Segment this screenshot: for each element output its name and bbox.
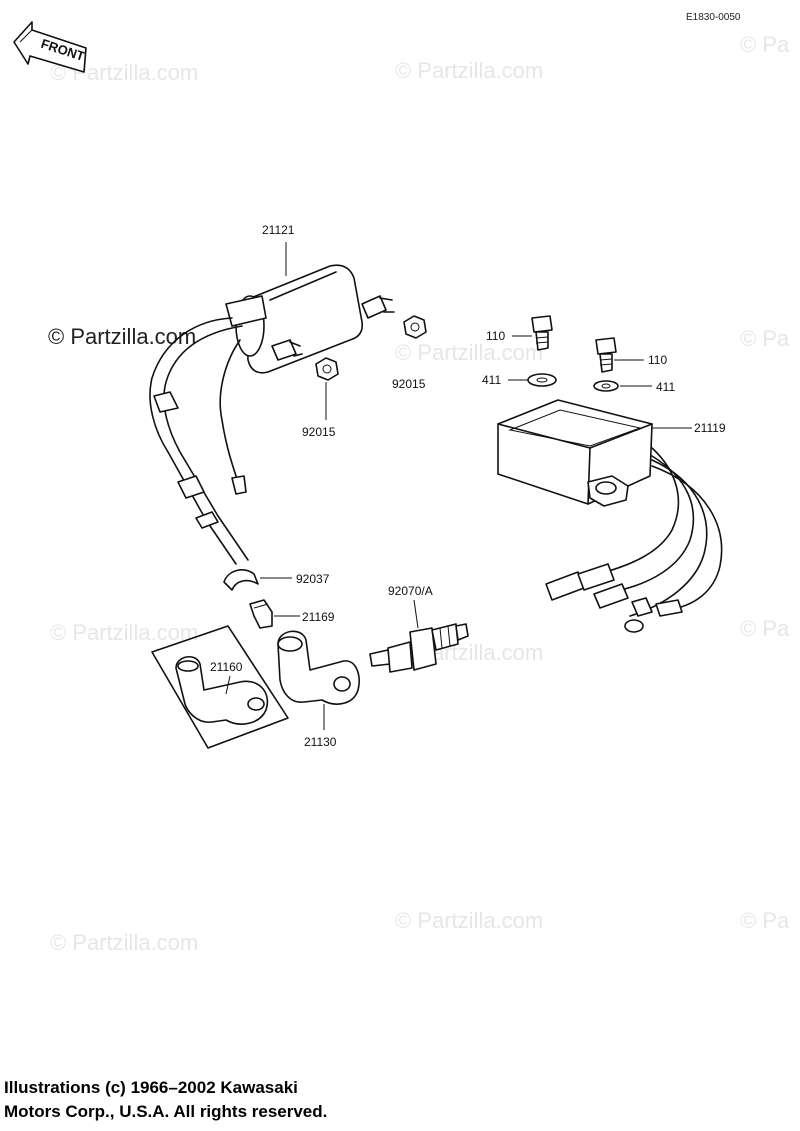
washer-left bbox=[527, 373, 557, 387]
igniter-wiring bbox=[545, 447, 723, 633]
label-21119: 21119 bbox=[694, 421, 726, 435]
label-21130: 21130 bbox=[304, 735, 337, 749]
label-21169: 21169 bbox=[302, 610, 335, 624]
nut-right bbox=[403, 315, 427, 339]
washer-right bbox=[593, 380, 619, 392]
plug-cap-small bbox=[249, 599, 273, 629]
watermark: © Pa bbox=[740, 908, 790, 933]
watermark: © Pa bbox=[740, 326, 790, 351]
leader-line bbox=[225, 675, 231, 695]
bolt-right bbox=[595, 337, 617, 373]
label-411-left: 411 bbox=[482, 373, 501, 387]
clamp bbox=[223, 569, 259, 591]
igniter-unit bbox=[497, 399, 653, 507]
label-92015-left: 92015 bbox=[302, 425, 336, 439]
label-110-right: 110 bbox=[648, 353, 667, 367]
leader-line bbox=[413, 599, 419, 629]
watermark-layer: © Partzilla.com © Partzilla.com © Pa © P… bbox=[50, 32, 790, 955]
watermark: © Partzilla.com bbox=[50, 930, 198, 955]
watermark: © Pa bbox=[740, 616, 790, 641]
copyright-notice: Illustrations (c) 1966–2002 Kawasaki Mot… bbox=[4, 1076, 327, 1124]
label-411-right: 411 bbox=[656, 380, 675, 394]
label-92037: 92037 bbox=[296, 572, 330, 586]
watermark: © Partzilla.com bbox=[395, 58, 543, 83]
copyright-line-1: Illustrations (c) 1966–2002 Kawasaki bbox=[4, 1078, 298, 1097]
label-21121: 21121 bbox=[262, 223, 295, 237]
label-92070a: 92070/A bbox=[388, 584, 433, 598]
bolt-left bbox=[531, 315, 553, 351]
spark-plug bbox=[369, 623, 469, 673]
watermark: © Partzilla.com bbox=[395, 908, 543, 933]
diagram-code: E1830-0050 bbox=[686, 12, 741, 23]
high-tension-lead bbox=[149, 317, 249, 565]
label-21160: 21160 bbox=[210, 660, 243, 674]
watermark: © Pa bbox=[740, 32, 790, 57]
plug-cap bbox=[277, 630, 360, 705]
watermark-dark: © Partzilla.com bbox=[48, 324, 196, 349]
watermark: © Partzilla.com bbox=[395, 340, 543, 365]
ignition-coil bbox=[225, 264, 395, 374]
nut-left bbox=[315, 357, 339, 381]
label-92015-right: 92015 bbox=[392, 377, 426, 391]
watermark: © Partzilla.com bbox=[50, 620, 198, 645]
label-110-left: 110 bbox=[486, 329, 505, 343]
plug-cap-alt-group bbox=[151, 625, 289, 749]
copyright-line-2: Motors Corp., U.S.A. All rights reserved… bbox=[4, 1102, 328, 1121]
